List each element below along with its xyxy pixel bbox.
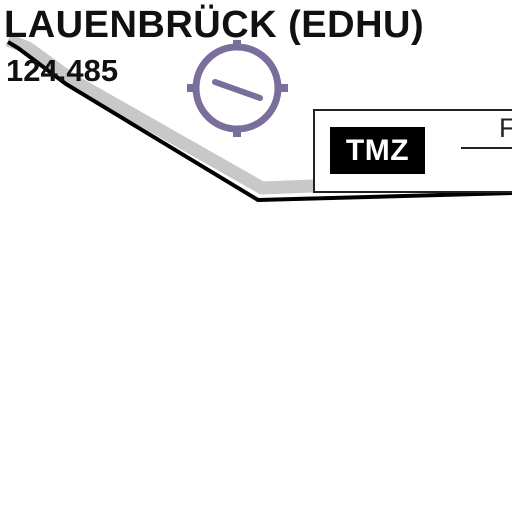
airfield-name-label: LAUENBRÜCK (EDHU) [4,4,425,46]
tmz-badge: TMZ [330,127,425,174]
airfield-frequency-label: 124.485 [6,53,119,88]
tmz-upper-limit: F [499,115,512,142]
airfield-symbol-icon [187,40,288,137]
tmz-limit-divider [461,147,512,149]
airspace-boundary-line [6,40,512,202]
tmz-label-box: TMZ F [313,109,512,193]
tmz-vertical-limits: F [461,111,512,191]
